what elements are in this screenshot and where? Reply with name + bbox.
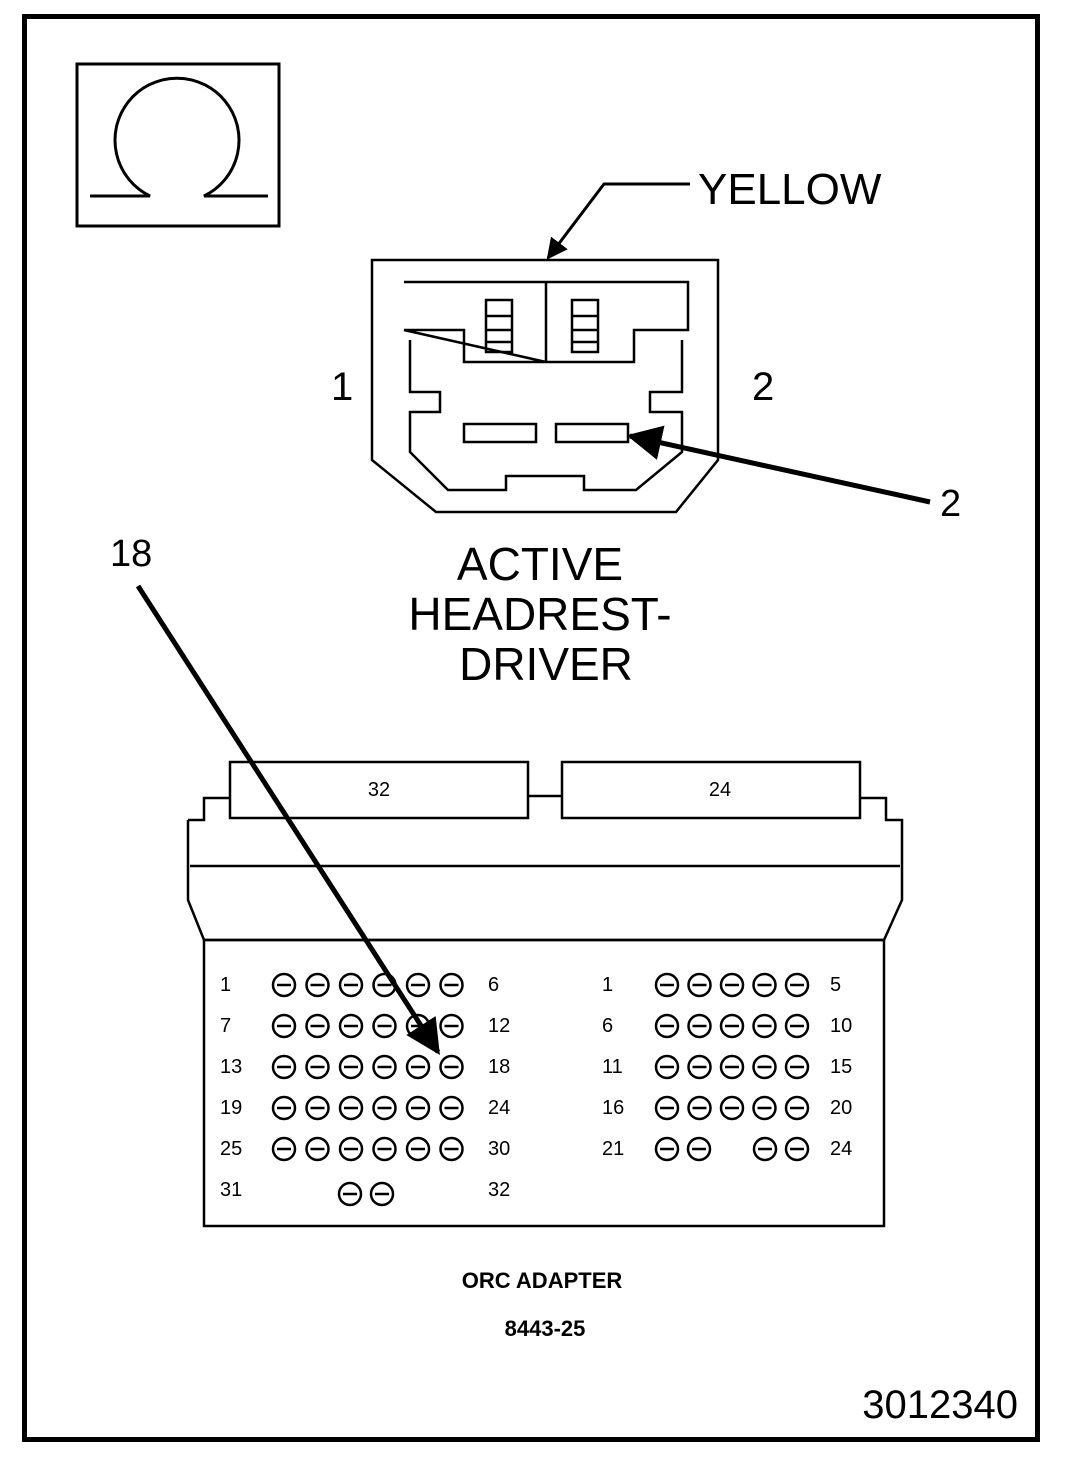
pin-cavity	[372, 1054, 397, 1080]
pin-cavity	[305, 972, 330, 998]
left-row-end-label: 32	[488, 1179, 510, 1201]
right-row-start-label: 6	[602, 1015, 613, 1037]
left-row-end-label: 30	[488, 1138, 510, 1160]
pin-cavity	[271, 1054, 297, 1080]
connector-side-right-label: 2	[752, 365, 774, 409]
pin-cavity	[686, 1136, 712, 1162]
pin-cavity	[405, 1095, 431, 1121]
right-block-label: 24	[709, 779, 731, 801]
pin-cavity	[338, 1095, 364, 1121]
adapter-callout-label: 18	[110, 533, 152, 575]
pin-cavity	[784, 1054, 810, 1080]
pin-cavity	[405, 1136, 431, 1162]
pin-cavity	[784, 1136, 810, 1162]
adapter-name: ORC ADAPTER	[462, 1268, 623, 1293]
pin-cavity	[372, 1095, 397, 1121]
pin-cavity	[338, 1054, 364, 1080]
left-pin-grid: 1 6 7 12 13 18 19 24 25 30 31 32	[220, 972, 510, 1207]
pin-cavity	[784, 1013, 810, 1039]
right-row-end-label: 5	[830, 974, 841, 996]
pin-cavity	[654, 972, 680, 998]
pin-cavity	[271, 1095, 297, 1121]
orc-adapter-body	[186, 760, 904, 1228]
pin-cavity	[687, 1095, 712, 1121]
left-row-start-label: 19	[220, 1097, 242, 1119]
left-row-start-label: 31	[220, 1179, 242, 1201]
pin-callout-label: 2	[940, 483, 961, 525]
left-row-end-label: 24	[488, 1097, 510, 1119]
left-row-end-label: 12	[488, 1015, 510, 1037]
pin-cavity	[439, 1054, 464, 1080]
wire-color-label: YELLOW	[698, 165, 882, 214]
pin-cavity	[752, 972, 777, 998]
pin-cavity	[687, 1054, 712, 1080]
pin-cavity	[305, 1054, 330, 1080]
pin-cavity	[271, 972, 297, 998]
right-row-end-label: 10	[830, 1015, 852, 1037]
pin-cavity	[719, 1013, 745, 1039]
left-row-end-label: 18	[488, 1056, 510, 1078]
pin-cavity	[752, 1013, 777, 1039]
right-row-start-label: 11	[602, 1056, 623, 1078]
left-block-label: 32	[368, 779, 390, 801]
pin-cavity	[654, 1095, 680, 1121]
pin-cavity	[405, 1054, 431, 1080]
ohm-icon	[75, 62, 281, 228]
pin-cavity	[439, 1013, 464, 1039]
pin-cavity	[337, 1181, 363, 1207]
pin-cavity	[687, 1013, 712, 1039]
headrest-title-line-3: DRIVER	[459, 638, 633, 690]
pin-cavity	[305, 1136, 330, 1162]
pin-cavity	[654, 1013, 680, 1039]
pin-cavity	[338, 972, 364, 998]
pin-cavity	[654, 1136, 680, 1162]
pin-cavity	[271, 1136, 297, 1162]
pin-cavity	[338, 1013, 364, 1039]
yellow-leader	[546, 182, 690, 260]
pin-cavity	[305, 1013, 330, 1039]
figure-id: 3012340	[862, 1383, 1018, 1427]
pin-cavity	[372, 1136, 397, 1162]
right-row-start-label: 1	[602, 974, 613, 996]
headrest-connector	[370, 258, 720, 514]
headrest-title-line-2: HEADREST-	[408, 588, 671, 640]
left-row-end-label: 6	[488, 974, 499, 996]
right-row-start-label: 16	[602, 1097, 624, 1119]
pin-cavity	[369, 1181, 395, 1207]
pin-cavity	[271, 1013, 297, 1039]
left-row-start-label: 7	[220, 1015, 231, 1037]
connector-side-left-label: 1	[331, 365, 353, 409]
left-row-start-label: 1	[220, 974, 231, 996]
figure-frame	[22, 14, 1040, 1442]
pin-cavity	[719, 972, 745, 998]
pin-cavity	[372, 1013, 397, 1039]
pin-cavity	[654, 1054, 680, 1080]
pin-cavity	[784, 972, 810, 998]
pin-cavity	[752, 1136, 778, 1162]
pin-cavity	[687, 972, 712, 998]
pin-cavity	[719, 1095, 745, 1121]
right-row-start-label: 21	[602, 1138, 624, 1160]
left-row-start-label: 25	[220, 1138, 242, 1160]
pin-2-callout-arrow	[626, 425, 931, 505]
pin-cavity	[719, 1054, 745, 1080]
pin-18-callout-arrow	[135, 584, 441, 1055]
pin-cavity	[752, 1095, 777, 1121]
pin-cavity	[439, 972, 464, 998]
pin-cavity	[439, 1136, 464, 1162]
left-row-start-label: 13	[220, 1056, 242, 1078]
pin-cavity	[305, 1095, 330, 1121]
headrest-title-line-1: ACTIVE	[457, 538, 623, 590]
pin-cavity	[752, 1054, 777, 1080]
pin-cavity	[784, 1095, 810, 1121]
pin-cavity	[338, 1136, 364, 1162]
pin-cavity	[405, 972, 431, 998]
pin-cavity	[439, 1095, 464, 1121]
right-row-end-label: 15	[830, 1056, 852, 1078]
right-row-end-label: 20	[830, 1097, 852, 1119]
adapter-part-number: 8443-25	[505, 1316, 586, 1341]
right-row-end-label: 24	[830, 1138, 852, 1160]
